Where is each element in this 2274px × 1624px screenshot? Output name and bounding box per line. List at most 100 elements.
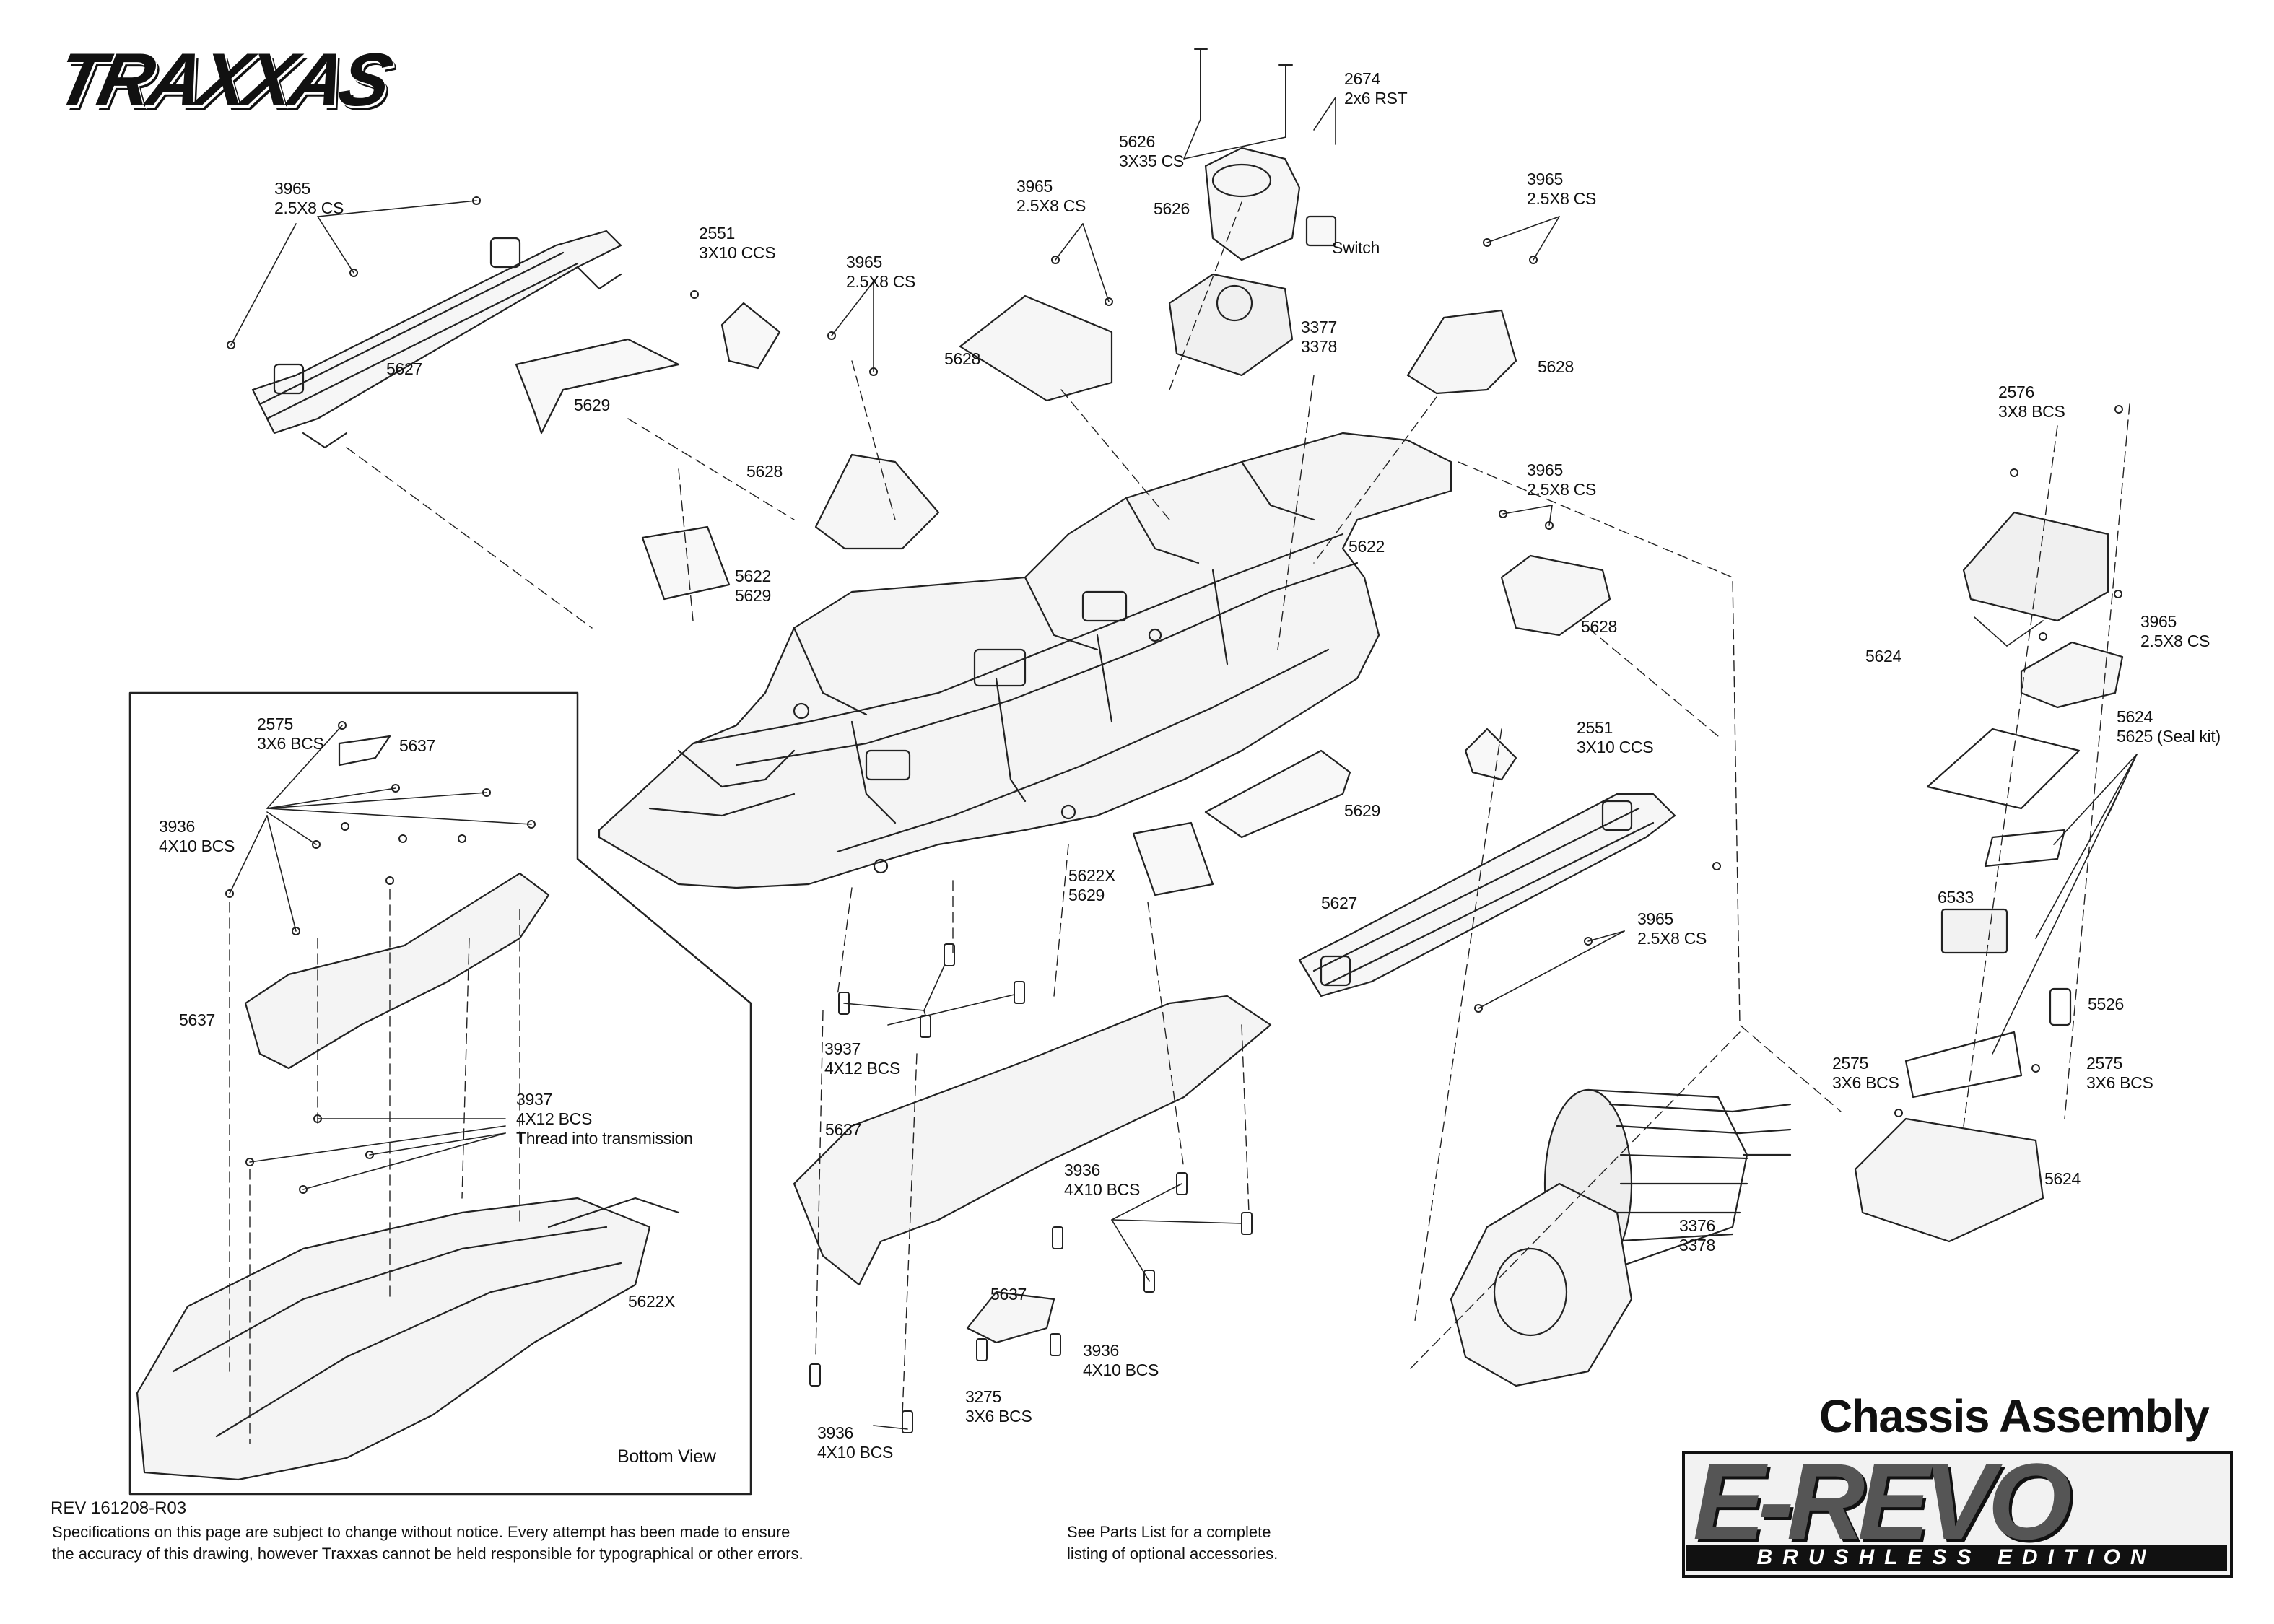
part-label-line: 5637 [825,1120,861,1139]
switch [1305,215,1337,247]
guard-5629-right [1204,749,1351,839]
screws [225,48,2123,1433]
part-label-line: 2.5X8 CS [846,272,916,291]
disclaimer-line-2: the accuracy of this drawing, however Tr… [52,1545,803,1563]
diagram-title: Chassis Assembly [1819,1390,2210,1442]
part-label-line: 5628 [1581,617,1617,636]
part-label-line: 3965 [1637,909,1673,928]
part-label-line: 4X10 BCS [817,1443,893,1462]
part-label-line: 2.5X8 CS [274,198,344,217]
esc-3377 [1168,273,1294,377]
revision: REV 161208-R03 [51,1498,187,1518]
part-label-line: 5626 [1154,199,1190,218]
skid-5637-small [966,1291,1055,1344]
foam-5622 [641,525,731,601]
inset-frame [128,691,752,1496]
part-label-5629-b: 5629 [1344,801,1380,821]
part-label-5622x-b: 5622X [628,1292,675,1311]
part-label-line: 3965 [274,179,310,198]
part-label-line: 3937 [516,1090,552,1109]
mount-5628-b [959,294,1113,402]
part-label-line: 3936 [817,1423,853,1442]
part-label-line: 5637 [179,1010,215,1029]
part-label-5624-a: 5624 [1865,647,1901,666]
part-label-line: Thread into transmission [516,1129,693,1148]
part-label-line: 3937 [824,1039,861,1058]
part-label-line: 5629 [735,586,771,605]
part-label-line: 4X10 BCS [159,837,235,855]
part-label-line: 4X10 BCS [1064,1180,1140,1199]
inset-caption: Bottom View [617,1446,716,1467]
part-label-line: 4X10 BCS [1083,1361,1159,1379]
part-label-line: 3965 [2140,612,2177,631]
switch-mount-5626 [1204,147,1301,261]
part-label-line: 5526 [2088,995,2124,1013]
pad [1904,1031,2023,1099]
part-label-line: 2674 [1344,69,1380,88]
part-label-5629-a: 5629 [574,396,610,415]
mount-5628-a [814,453,940,550]
receiver-box-5624 [1854,1117,2044,1243]
part-label-line: 3376 [1679,1216,1715,1235]
part-label-line: 3275 [965,1387,1001,1406]
part-label-line: 4X12 BCS [824,1059,900,1078]
part-label-line: 2575 [1832,1054,1868,1073]
part-label-5628-a: 5628 [944,349,980,369]
part-label-line: 5622X [1068,866,1116,885]
part-label-5626-b: 5626 [1154,199,1190,219]
leader-lines [229,97,2138,1430]
model-edition: BRUSHLESS EDITION [1686,1545,2227,1571]
model-name: E-REVO [1693,1441,2072,1562]
part-label-6533: 6533 [1938,888,1974,907]
part-label-5627-b: 5627 [1321,894,1357,913]
part-label-line: 3X10 CCS [699,243,776,262]
part-label-line: 3X6 BCS [2086,1073,2153,1092]
part-label-line: 5624 [2044,1169,2081,1188]
part-label-line: 5625 (Seal kit) [2117,727,2221,746]
inset-chassis-5622x [136,1197,680,1481]
transmission [1450,1182,1633,1387]
part-label-5637-c: 5637 [399,736,435,756]
part-label-line: 3X6 BCS [965,1407,1032,1426]
part-label-line: 5628 [746,462,783,481]
part-label-line: 5629 [1068,886,1105,904]
part-label-line: 5622X [628,1292,676,1311]
part-label-line: 2575 [2086,1054,2122,1073]
part-label-line: 5624 [2117,707,2153,726]
part-label-line: 5627 [1321,894,1357,912]
side-rail-left [251,230,622,449]
part-label-line: 2.5X8 CS [1527,189,1597,208]
part-label-line: 3X8 BCS [1998,402,2065,421]
part-label-5637-d: 5637 [179,1010,215,1030]
parts-note-line-1: See Parts List for a complete [1067,1523,1271,1541]
mount-5628-d [1500,554,1611,637]
assembly-lines [229,201,2130,1444]
part-label-line: 5637 [990,1285,1027,1304]
part-label-line: 5626 [1119,132,1155,151]
part-label-line: 5624 [1865,647,1901,665]
part-label-line: 3965 [846,253,882,271]
part-label-line: 2.5X8 CS [1016,196,1086,215]
part-label-line: 6533 [1938,888,1974,907]
part-label-line: 4X12 BCS [516,1109,592,1128]
skid-plate-5637 [793,995,1272,1286]
part-label-line: 3936 [1083,1341,1119,1360]
part-label-line: 3X6 BCS [257,734,324,753]
